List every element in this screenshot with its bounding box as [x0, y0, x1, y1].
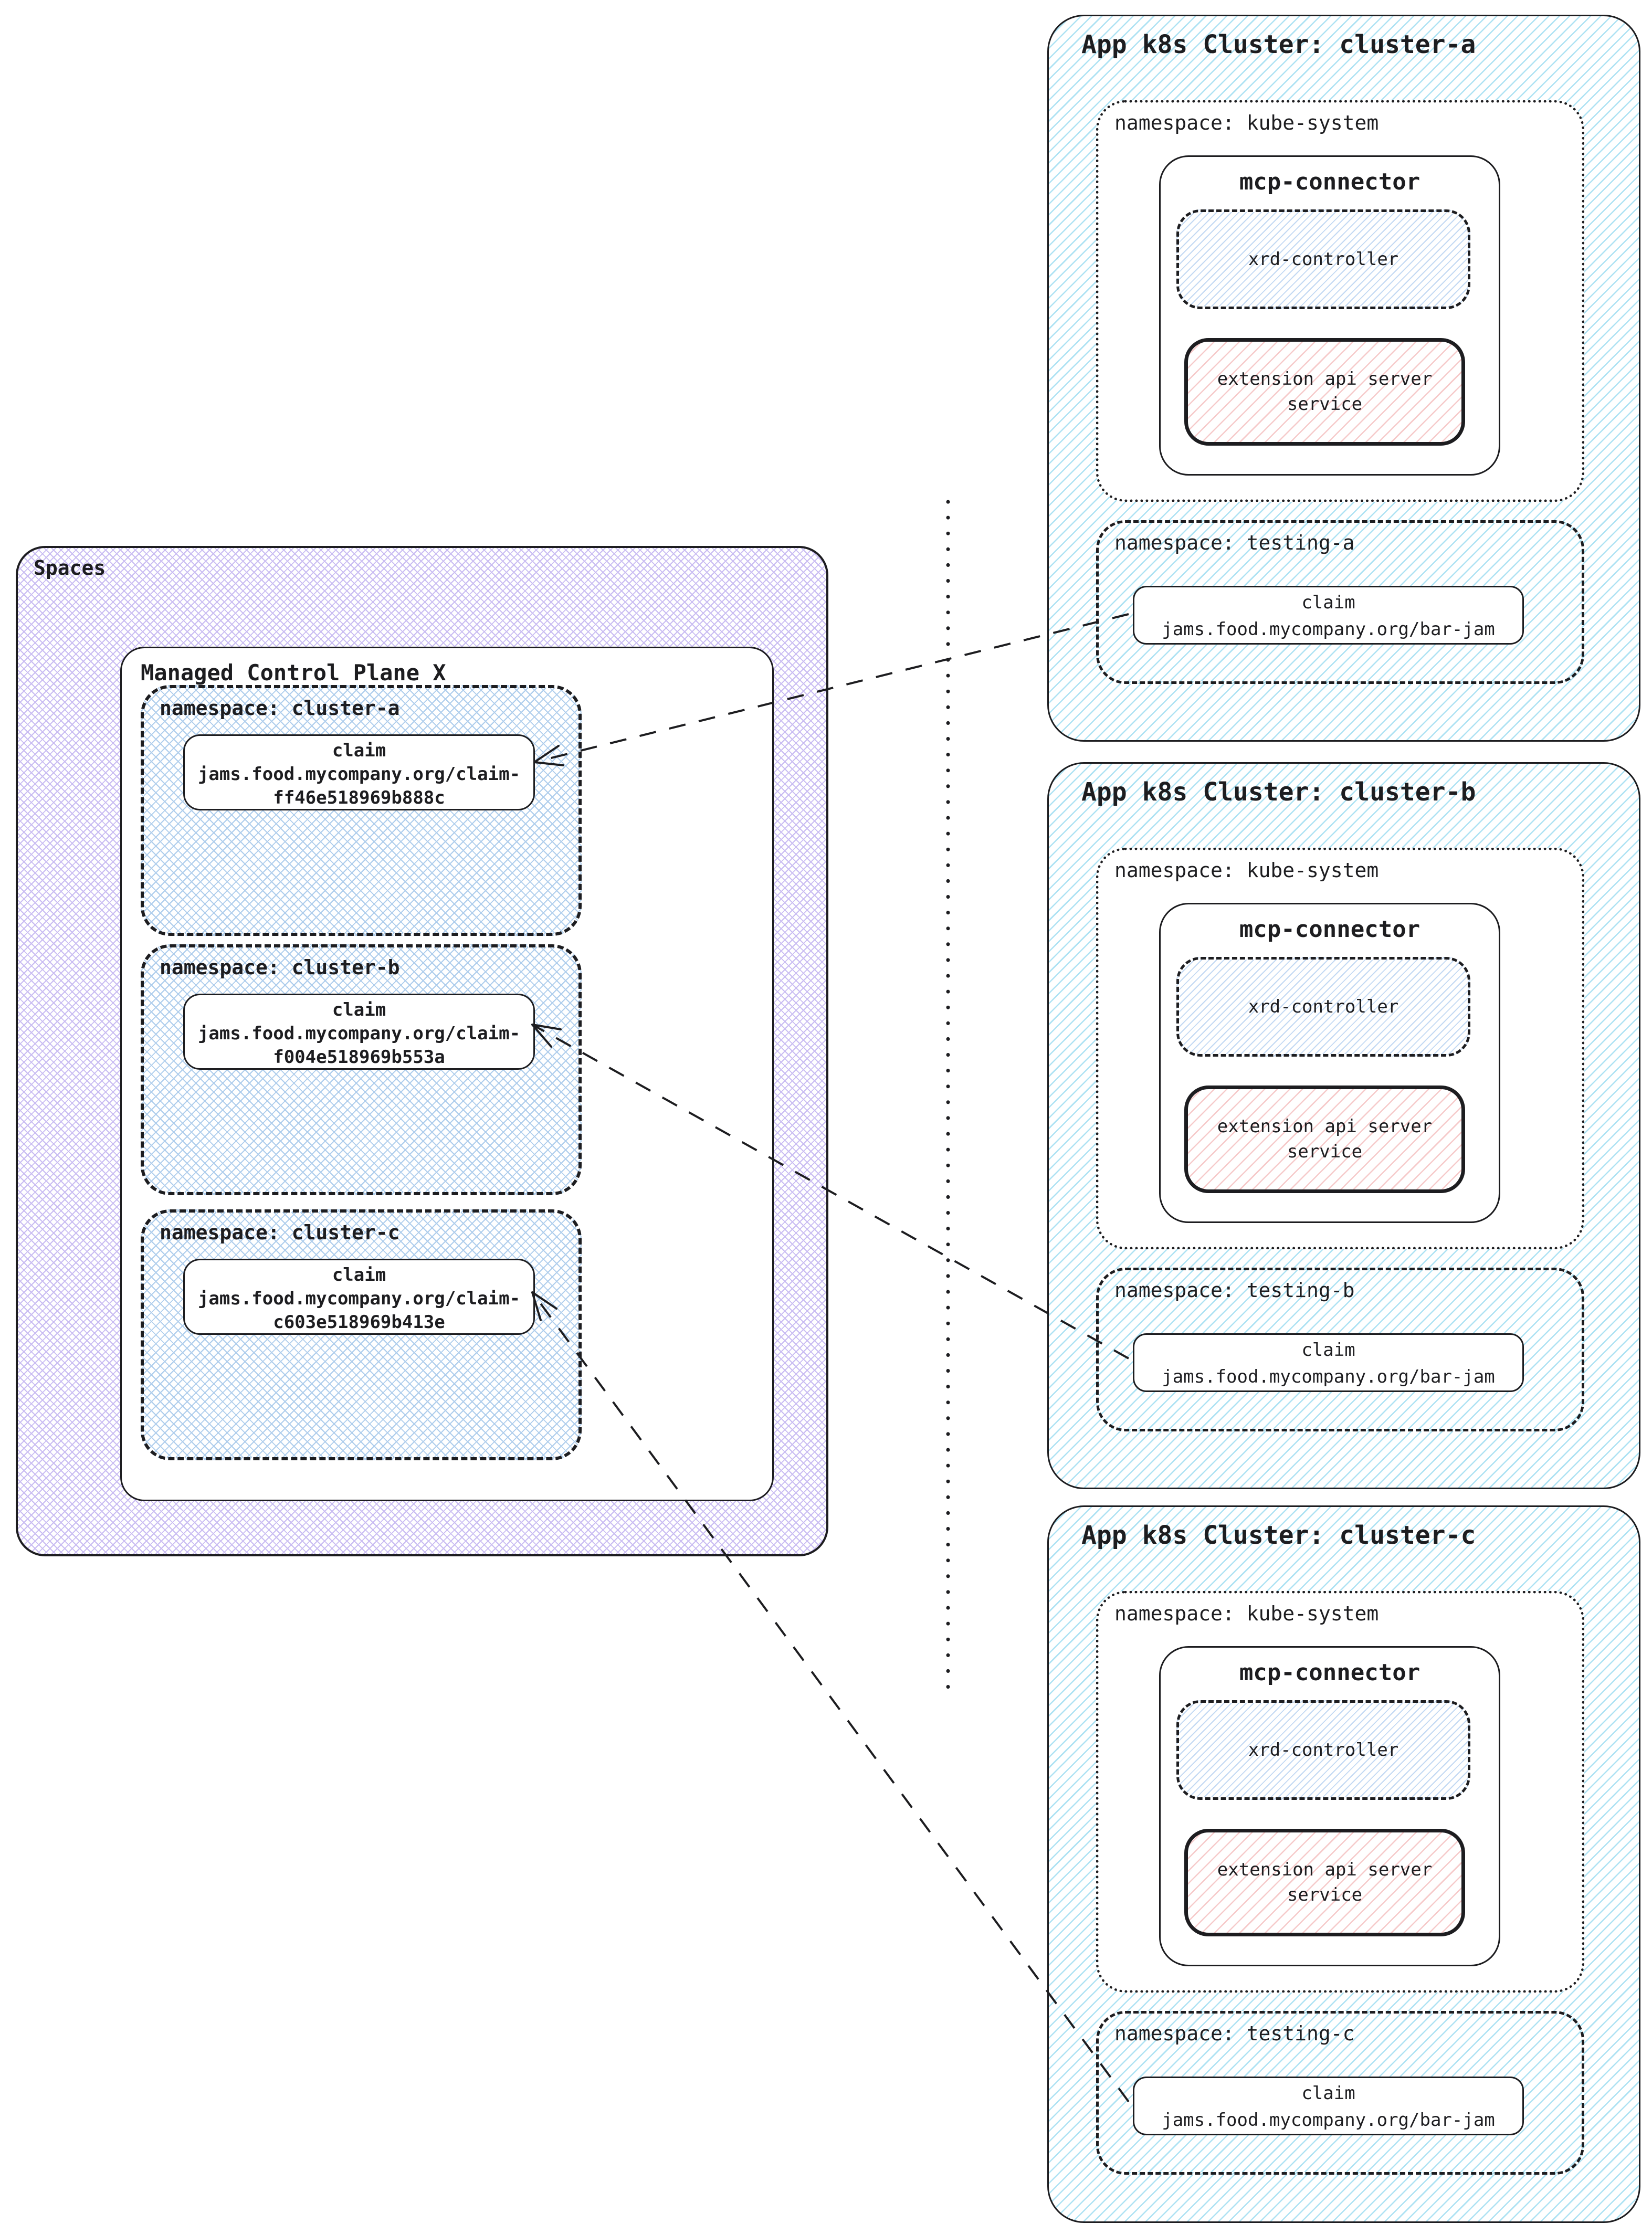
claim-box-testing-a: claim jams.food.mycompany.org/bar-jam [1133, 586, 1524, 645]
claim-box-cluster-b: claim jams.food.mycompany.org/claim- f00… [183, 994, 535, 1070]
xrd-controller-label-c: xrd-controller [1248, 1740, 1399, 1761]
xrd-controller-box-a: xrd-controller [1176, 209, 1470, 309]
app-cluster-b-title: App k8s Cluster: cluster-b [1081, 777, 1476, 807]
claim-resource: jams.food.mycompany.org/bar-jam [1162, 2110, 1495, 2131]
mcp-connector-box-c: mcp-connector xrd-controller extension a… [1159, 1646, 1500, 1966]
claim-title: claim [1301, 1340, 1355, 1361]
xrd-controller-box-b: xrd-controller [1176, 957, 1470, 1057]
extension-api-server-label-b: extension api server service [1217, 1115, 1433, 1162]
claim-title: claim [1301, 592, 1355, 613]
mcp-connector-title-a: mcp-connector [1239, 168, 1420, 195]
claim-box-cluster-c: claim jams.food.mycompany.org/claim- c60… [183, 1259, 535, 1335]
namespace-cluster-a-box: namespace: cluster-a claim jams.food.myc… [141, 685, 582, 936]
xrd-controller-label-a: xrd-controller [1248, 249, 1399, 270]
claim-resource-line1: jams.food.mycompany.org/claim- [197, 763, 521, 785]
testing-a-label: namespace: testing-a [1114, 531, 1355, 554]
kube-system-box-b: namespace: kube-system mcp-connector xrd… [1096, 848, 1584, 1249]
claim-box-testing-c: claim jams.food.mycompany.org/bar-jam [1133, 2077, 1524, 2135]
mcp-connector-title-c: mcp-connector [1239, 1659, 1420, 1686]
claim-title: claim [332, 740, 386, 761]
testing-b-label: namespace: testing-b [1114, 1279, 1355, 1302]
claim-title: claim [1301, 2083, 1355, 2104]
managed-control-plane-title: Managed Control Plane X [141, 660, 446, 686]
spaces-box: Spaces Managed Control Plane X namespace… [16, 546, 828, 1556]
claim-box-testing-b: claim jams.food.mycompany.org/bar-jam [1133, 1333, 1524, 1392]
claim-resource: jams.food.mycompany.org/bar-jam [1162, 1366, 1495, 1387]
namespace-cluster-c-label: namespace: cluster-c [160, 1221, 400, 1244]
testing-b-box: namespace: testing-b claim jams.food.myc… [1096, 1268, 1584, 1431]
xrd-controller-label-b: xrd-controller [1248, 996, 1399, 1017]
mcp-connector-box-b: mcp-connector xrd-controller extension a… [1159, 903, 1500, 1223]
spaces-title: Spaces [34, 556, 106, 579]
claim-box-cluster-a: claim jams.food.mycompany.org/claim- ff4… [183, 734, 535, 810]
claim-resource-line2: f004e518969b553a [273, 1046, 445, 1068]
claim-resource: jams.food.mycompany.org/bar-jam [1162, 619, 1495, 640]
claim-title: claim [332, 999, 386, 1020]
testing-a-box: namespace: testing-a claim jams.food.myc… [1096, 520, 1584, 684]
claim-resource-line2: c603e518969b413e [273, 1311, 445, 1333]
extension-api-server-label-c: extension api server service [1217, 1859, 1433, 1905]
app-cluster-c-title: App k8s Cluster: cluster-c [1081, 1521, 1476, 1550]
kube-system-label-a: namespace: kube-system [1114, 111, 1379, 134]
namespace-cluster-a-label: namespace: cluster-a [160, 697, 400, 720]
namespace-cluster-b-label: namespace: cluster-b [160, 956, 400, 979]
namespace-cluster-b-box: namespace: cluster-b claim jams.food.myc… [141, 944, 582, 1195]
claim-resource-line1: jams.food.mycompany.org/claim- [197, 1288, 521, 1309]
namespace-cluster-c-box: namespace: cluster-c claim jams.food.myc… [141, 1209, 582, 1460]
extension-api-server-box-b: extension api server service [1184, 1086, 1465, 1193]
managed-control-plane-box: Managed Control Plane X namespace: clust… [120, 647, 774, 1501]
app-cluster-b-box: App k8s Cluster: cluster-b namespace: ku… [1047, 762, 1640, 1489]
extension-api-server-label-a: extension api server service [1217, 368, 1433, 415]
claim-resource-line1: jams.food.mycompany.org/claim- [197, 1023, 521, 1044]
claim-title: claim [332, 1264, 386, 1285]
extension-api-server-box-a: extension api server service [1184, 338, 1465, 446]
claim-resource-line2: ff46e518969b888c [273, 787, 445, 808]
kube-system-label-c: namespace: kube-system [1114, 1602, 1379, 1625]
testing-c-label: namespace: testing-c [1114, 2022, 1355, 2045]
mcp-connector-title-b: mcp-connector [1239, 916, 1420, 943]
app-cluster-a-title: App k8s Cluster: cluster-a [1081, 30, 1476, 59]
kube-system-box-a: namespace: kube-system mcp-connector xrd… [1096, 100, 1584, 502]
testing-c-box: namespace: testing-c claim jams.food.myc… [1096, 2011, 1584, 2175]
kube-system-box-c: namespace: kube-system mcp-connector xrd… [1096, 1591, 1584, 1993]
mcp-connector-box-a: mcp-connector xrd-controller extension a… [1159, 155, 1500, 476]
app-cluster-a-box: App k8s Cluster: cluster-a namespace: ku… [1047, 15, 1640, 742]
extension-api-server-box-c: extension api server service [1184, 1829, 1465, 1936]
app-cluster-c-box: App k8s Cluster: cluster-c namespace: ku… [1047, 1505, 1640, 2223]
xrd-controller-box-c: xrd-controller [1176, 1700, 1470, 1800]
kube-system-label-b: namespace: kube-system [1114, 859, 1379, 882]
